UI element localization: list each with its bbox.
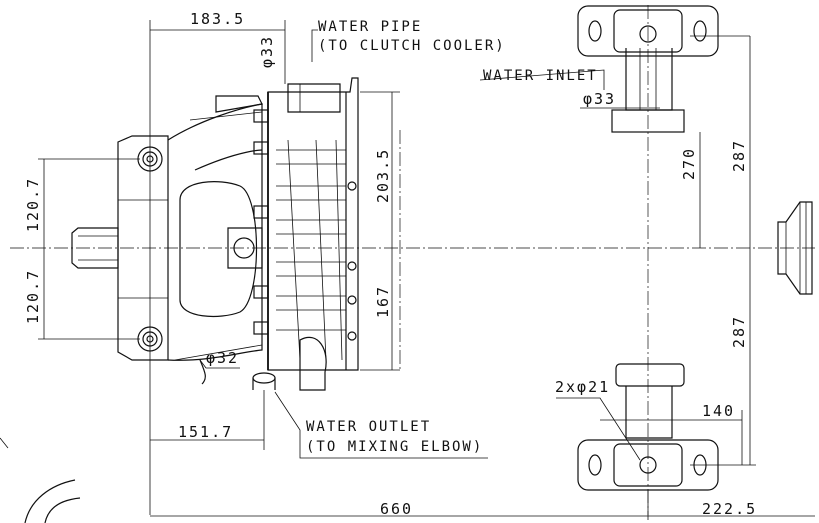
partial-view-arc-inner: [44, 497, 81, 523]
dim-outlet-dia: φ32: [206, 349, 239, 367]
dim-outlet-offset: 151.7: [178, 423, 233, 441]
dim-height-lower: 120.7: [24, 269, 42, 324]
dim-height-upper: 120.7: [24, 177, 42, 232]
dim-right-length: 222.5: [702, 500, 757, 518]
label-water-outlet: WATER OUTLET: [306, 419, 431, 435]
dim-pipe-length: 183.5: [190, 10, 245, 28]
dimension-lines: [38, 20, 815, 520]
upper-flange-detail: [577, 5, 719, 133]
dim-inlet-height: 270: [680, 147, 698, 180]
partial-view-arc: [24, 479, 76, 523]
dim-flange-lower: 167: [374, 285, 392, 318]
transmission-housing: [71, 77, 359, 391]
partial-view-edge: [0, 437, 9, 449]
dim-bolt-holes: 2xφ21: [555, 378, 610, 396]
label-water-pipe: WATER PIPE: [318, 19, 422, 35]
dim-total-length: 660: [380, 500, 413, 518]
pulley-end-view: [777, 201, 813, 295]
dim-inlet-dia: φ33: [583, 90, 616, 108]
dim-upper-287: 287: [730, 139, 748, 172]
label-water-inlet: WATER INLET: [483, 68, 598, 84]
label-to-mixing-elbow: (TO MIXING ELBOW): [306, 439, 483, 455]
label-to-clutch-cooler: (TO CLUTCH COOLER): [318, 38, 506, 54]
dim-lower-287: 287: [730, 315, 748, 348]
dim-flange-upper: 203.5: [374, 148, 392, 203]
dim-flange-width: 140: [702, 402, 735, 420]
dim-pipe-dia: φ33: [258, 35, 276, 68]
